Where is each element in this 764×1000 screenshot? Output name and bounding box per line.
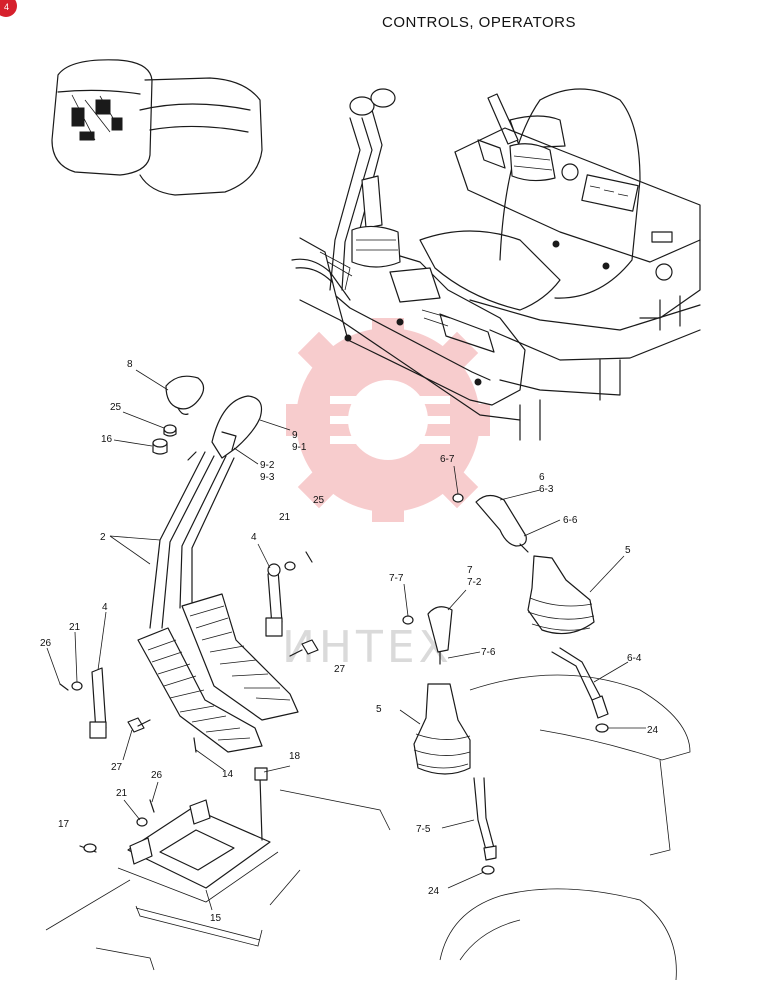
callout-6: 6 [539,472,545,483]
page-marker-number: 4 [4,2,9,12]
callout-21-c: 21 [116,788,128,799]
callout-5: 5 [625,545,631,556]
callout-24: 24 [647,725,659,736]
callout-6-3: 6-3 [539,484,554,495]
callout-4: 4 [251,532,257,543]
callout-21-b: 21 [69,622,81,633]
callout-5-b: 5 [376,704,382,715]
callout-26: 26 [40,638,52,649]
callout-21: 21 [279,512,291,523]
callout-9: 9 [292,430,298,441]
seat-overview-drawing [51,59,263,196]
callout-27-b: 27 [111,762,123,773]
callout-17: 17 [58,819,70,830]
callout-6-4: 6-4 [627,653,642,664]
operator-station-assembly [291,88,701,441]
control-lever-assembly [402,493,691,981]
callout-9-3: 9-3 [260,472,275,483]
callout-25: 25 [110,402,122,413]
callout-24-b: 24 [428,886,440,897]
callout-8: 8 [127,359,133,370]
callout-7-7: 7-7 [389,573,404,584]
callout-6-6: 6-6 [563,515,578,526]
callout-4-b: 4 [102,602,108,613]
callout-15: 15 [210,913,222,924]
callout-7-2: 7-2 [467,577,482,588]
callout-labels: 8 25 16 9 9-1 9-2 9-3 2 21 25 4 4 21 26 … [40,359,659,924]
callout-6-7: 6-7 [440,454,455,465]
callout-14: 14 [222,769,234,780]
callout-18: 18 [289,751,301,762]
callout-7: 7 [467,565,473,576]
page-title: CONTROLS, OPERATORS [382,14,576,31]
callout-27: 27 [334,664,346,675]
callout-2: 2 [100,532,106,543]
callout-9-2: 9-2 [260,460,275,471]
callout-25-b: 25 [313,495,325,506]
callout-16: 16 [101,434,113,445]
callout-7-5: 7-5 [416,824,431,835]
callout-9-1: 9-1 [292,442,307,453]
watermark-gear-icon [286,318,490,522]
callout-7-6: 7-6 [481,647,496,658]
travel-lever-assembly [45,375,391,971]
callout-26-b: 26 [151,770,163,781]
page-marker: 4 [0,0,17,17]
leader-lines [46,369,646,911]
